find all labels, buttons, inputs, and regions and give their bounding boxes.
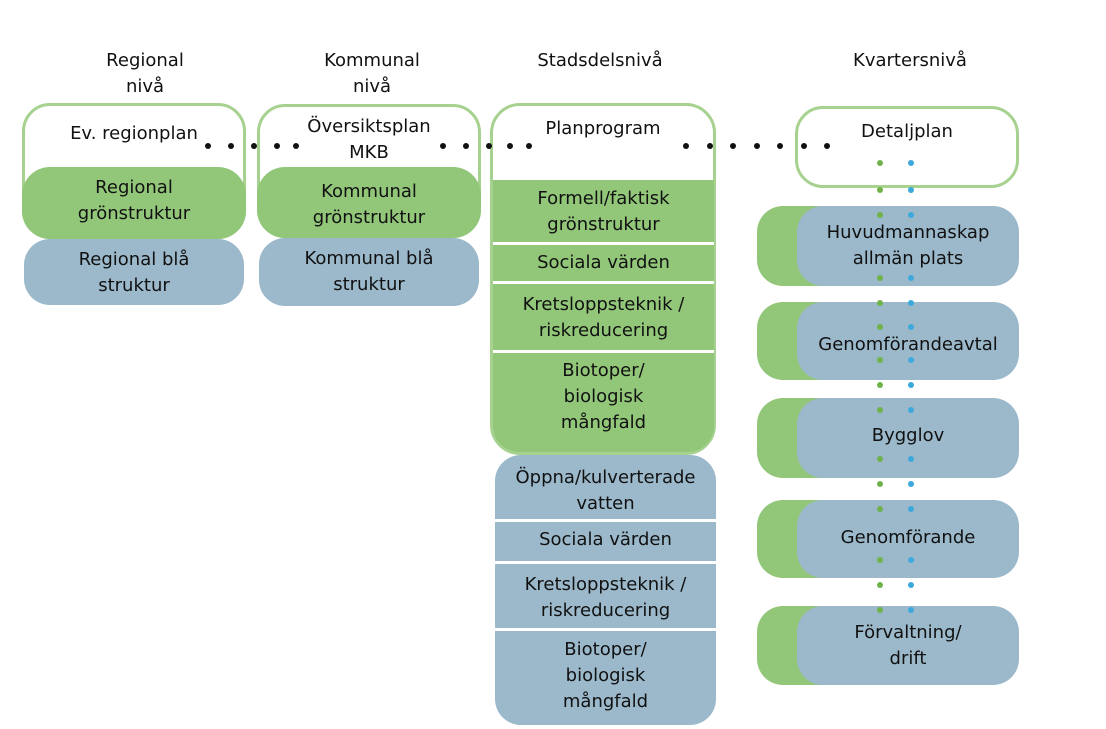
connector-dot-green <box>877 582 883 588</box>
stadsdel-green-item: Kretsloppsteknik / riskreducering <box>522 294 685 341</box>
regional-blue-label: Regional blå struktur <box>78 249 190 296</box>
step-label: Bygglov <box>871 425 945 446</box>
connector-dot-blue <box>908 456 914 462</box>
step-label: Huvudmannaskap allmän plats <box>826 222 990 269</box>
divider <box>493 350 714 353</box>
kommunal-blue-label: Kommunal blå struktur <box>304 248 434 295</box>
connector-dot-green <box>877 160 883 166</box>
connector-dot <box>683 143 689 149</box>
connector-dot-green <box>877 481 883 487</box>
step-genomforande: Genomförande <box>797 500 1019 578</box>
connector-dot <box>251 143 257 149</box>
kvarter-plan-box: Detaljplan <box>795 106 1019 188</box>
kvarter-plan-label: Detaljplan <box>861 121 953 142</box>
connector-dot-blue <box>908 160 914 166</box>
connector-dot-green <box>877 506 883 512</box>
regional-green-structure: Regional grönstruktur <box>22 167 246 239</box>
regional-green-label: Regional grönstruktur <box>77 177 191 224</box>
connector-dot <box>507 143 513 149</box>
connector-dot-blue <box>908 300 914 306</box>
connector-dot <box>463 143 469 149</box>
connector-dot-green <box>877 357 883 363</box>
stadsdel-green-item: Biotoper/ biologisk mångfald <box>560 360 647 433</box>
regional-plan-label: Ev. regionplan <box>70 123 198 144</box>
connector-dot-green <box>877 187 883 193</box>
kommunal-plan-label: Översiktsplan MKB <box>307 116 431 163</box>
stadsdel-green-item: Sociala värden <box>537 252 670 273</box>
stadsdel-blue-item: Sociala värden <box>539 529 672 550</box>
connector-dot-blue <box>908 582 914 588</box>
step-forvaltning: Förvaltning/ drift <box>797 606 1019 685</box>
stadsdel-blue-item: Öppna/kulverterade vatten <box>515 467 696 514</box>
connector-dot-blue <box>908 275 914 281</box>
connector-dot-blue <box>908 407 914 413</box>
stadsdel-blue-item: Biotoper/ biologisk mångfald <box>562 639 649 712</box>
connector-dot-green <box>877 300 883 306</box>
connector-dot-green <box>877 407 883 413</box>
connector-dot <box>801 143 807 149</box>
connector-dot-blue <box>908 481 914 487</box>
connector-dot-green <box>877 212 883 218</box>
step-huvudmannaskap: Huvudmannaskap allmän plats <box>797 206 1019 286</box>
connector-dot-green <box>877 275 883 281</box>
kommunal-green-label: Kommunal grönstruktur <box>312 181 426 228</box>
stadsdel-green-stack: Formell/faktisk grönstruktur Sociala vär… <box>493 180 714 452</box>
connector-dot-blue <box>908 324 914 330</box>
connector-dot-green <box>877 557 883 563</box>
connector-dot-blue <box>908 212 914 218</box>
connector-dot <box>293 143 299 149</box>
divider <box>495 561 716 564</box>
connector-dot-blue <box>908 506 914 512</box>
divider <box>493 281 714 284</box>
connector-dot-blue <box>908 607 914 613</box>
regional-blue-structure: Regional blå struktur <box>24 239 244 305</box>
divider <box>495 628 716 631</box>
kommunal-blue-structure: Kommunal blå struktur <box>259 238 479 306</box>
connector-dot <box>777 143 783 149</box>
connector-dot <box>486 143 492 149</box>
connector-dot <box>228 143 234 149</box>
step-label: Genomförande <box>840 527 976 548</box>
connector-dot-blue <box>908 187 914 193</box>
connector-dot-green <box>877 382 883 388</box>
connector-dot <box>440 143 446 149</box>
header-regional: Regional nivå <box>106 50 184 97</box>
step-label: Genomförandeavtal <box>818 334 998 355</box>
connector-dot-green <box>877 607 883 613</box>
header-kvarter: Kvartersnivå <box>853 50 967 71</box>
connector-dot-green <box>877 456 883 462</box>
connector-dot-blue <box>908 357 914 363</box>
connector-dot <box>824 143 830 149</box>
stadsdel-blue-item: Kretsloppsteknik / riskreducering <box>524 574 687 621</box>
connector-dot <box>730 143 736 149</box>
connector-dot <box>274 143 280 149</box>
header-stadsdel: Stadsdelsnivå <box>537 50 663 71</box>
step-label: Förvaltning/ drift <box>854 622 962 669</box>
connector-dot <box>707 143 713 149</box>
connector-dot-blue <box>908 557 914 563</box>
step-genomforandeavtal: Genomförandeavtal <box>797 302 1019 380</box>
connector-dot-green <box>877 324 883 330</box>
connector-dot <box>526 143 532 149</box>
connector-dot-blue <box>908 382 914 388</box>
divider <box>495 519 716 522</box>
header-kommunal: Kommunal nivå <box>324 50 420 97</box>
divider <box>493 242 714 245</box>
stadsdel-plan-label: Planprogram <box>545 118 661 139</box>
connector-dot <box>754 143 760 149</box>
stadsdel-green-item: Formell/faktisk grönstruktur <box>537 188 670 235</box>
stadsdel-blue-stack: Öppna/kulverterade vatten Sociala värden… <box>495 455 716 725</box>
connector-dot <box>205 143 211 149</box>
kommunal-green-structure: Kommunal grönstruktur <box>257 167 481 238</box>
